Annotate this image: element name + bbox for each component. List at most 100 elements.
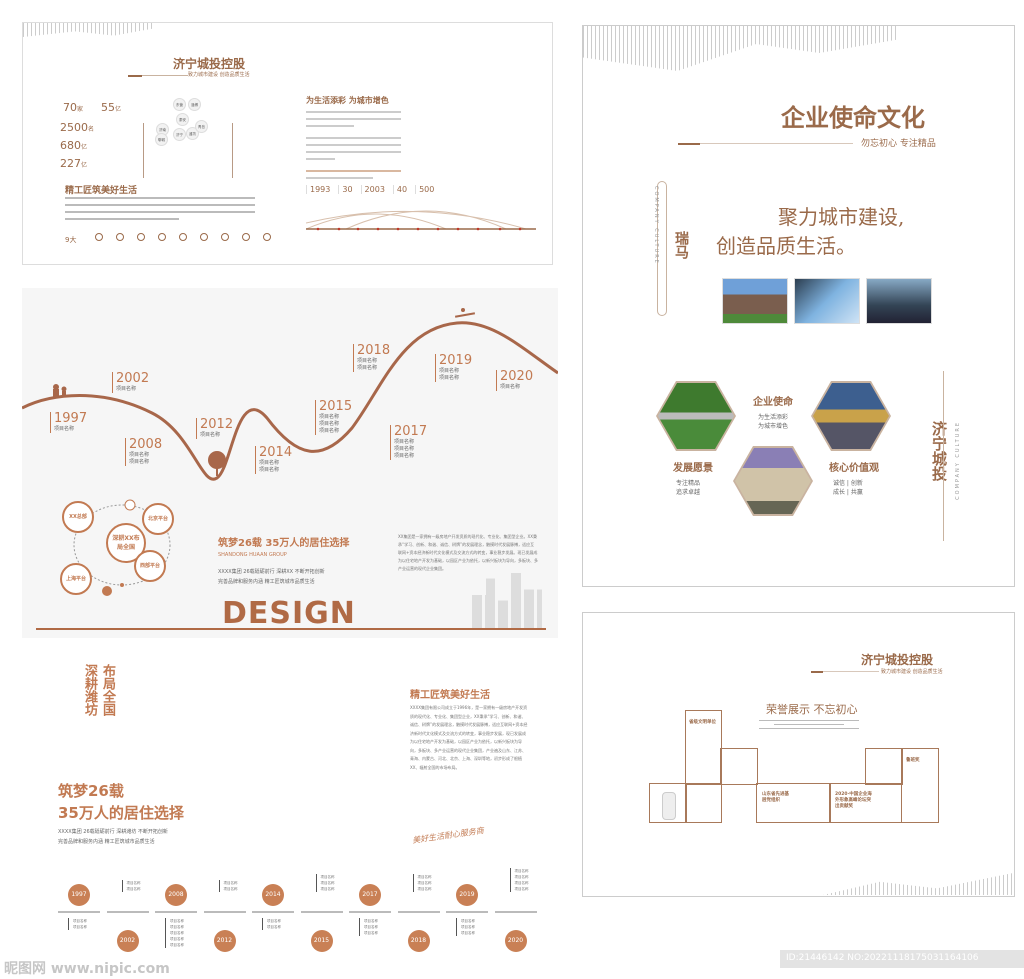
project-list: 项目名称项目名称 bbox=[218, 880, 238, 892]
project-name: 项目名称 bbox=[170, 937, 184, 941]
year-marker: 1997 bbox=[68, 884, 90, 906]
vertical-title-1: 深耕潍坊 bbox=[82, 664, 97, 716]
map-node: 聊城 bbox=[155, 133, 168, 146]
project-name: 项目名称 bbox=[200, 432, 221, 438]
award-box: 省级文明单位 bbox=[685, 710, 722, 785]
timeline-year: 2018 bbox=[357, 343, 391, 358]
key-stat: 40 bbox=[392, 185, 407, 194]
honors-heading: 荣誉展示 不忘初心 bbox=[766, 703, 858, 716]
project-list: 项目名称项目名称项目名称 bbox=[315, 874, 335, 892]
photo-house bbox=[722, 278, 788, 324]
project-name: 项目名称 bbox=[320, 875, 335, 879]
icons-prefix: 9大 bbox=[65, 236, 77, 244]
title-rule bbox=[811, 671, 879, 673]
vertical-cn: 瑞马 bbox=[673, 231, 689, 259]
project-name: 项目名称 bbox=[126, 887, 141, 891]
project-name: 项目名称 bbox=[514, 875, 529, 879]
paragraph-lines bbox=[65, 197, 255, 220]
stat-item: 680亿 bbox=[60, 139, 88, 152]
values-line: 诚信 | 创新 bbox=[833, 480, 863, 487]
service-icon bbox=[137, 233, 145, 241]
mission-title: 企业使命 bbox=[753, 397, 793, 408]
map-node: 济宁 bbox=[173, 128, 186, 141]
project-name: 项目名称 bbox=[364, 931, 378, 935]
deer-box bbox=[649, 783, 687, 823]
project-name: 项目名称 bbox=[319, 421, 340, 427]
timeline-year: 2015 bbox=[319, 399, 353, 414]
photo-gate-hex bbox=[811, 381, 891, 451]
mission-line: 为生活添彩 bbox=[758, 414, 789, 421]
project-name: 项目名称 bbox=[417, 881, 432, 885]
timeline-segment bbox=[155, 911, 197, 913]
timeline-year: 1997 bbox=[54, 411, 88, 426]
right-heading: 为生活添彩 为城市增色 bbox=[306, 96, 389, 105]
timeline-segment bbox=[106, 911, 149, 913]
mission-line: 为城市增色 bbox=[758, 423, 789, 430]
panel-a-subtitle: 致力城市建设 创造品质生活 bbox=[188, 72, 250, 78]
title-rule bbox=[128, 75, 188, 77]
project-name: 项目名称 bbox=[259, 467, 280, 473]
panel-e-subtitle: 致力城市建设 创造品质生活 bbox=[881, 669, 943, 675]
year-marker: 2012 bbox=[213, 930, 236, 952]
history-curve bbox=[22, 308, 558, 481]
service-icon bbox=[221, 233, 229, 241]
decorative-wave bbox=[23, 23, 153, 37]
panel-brand-page: 深耕潍坊 布局全国 筑梦26载 35万人的居住选择 XXXX集团 26载砥砺前行… bbox=[0, 640, 560, 979]
key-stat: 2003 bbox=[360, 185, 385, 194]
platform-circle: XX总部 bbox=[62, 501, 94, 533]
year-marker: 2017 bbox=[359, 884, 381, 906]
project-list: 项目名称项目名称项目名称 bbox=[359, 918, 378, 936]
timeline-year: 2020 bbox=[500, 369, 534, 384]
project-name: 项目名称 bbox=[394, 453, 415, 459]
project-list: 项目名称项目名称 bbox=[262, 918, 281, 930]
vision-line: 专注精品 bbox=[676, 480, 701, 487]
vision-title: 发展愿景 bbox=[673, 463, 713, 474]
project-name: 项目名称 bbox=[500, 384, 521, 390]
project-name: 项目名称 bbox=[170, 925, 184, 929]
timeline-segment bbox=[494, 911, 537, 913]
platform-circle: 上海平台 bbox=[60, 563, 92, 595]
project-name: 项目名称 bbox=[394, 446, 415, 452]
ground-line bbox=[36, 628, 546, 630]
project-name: 项目名称 bbox=[514, 869, 529, 873]
map-node: 青岛 bbox=[195, 120, 208, 133]
right-paragraph bbox=[306, 111, 401, 179]
timeline-segment bbox=[397, 911, 440, 913]
vertical-title-2: 布局全国 bbox=[100, 664, 115, 716]
panel-corporate-culture: 企业使命文化 勿忘初心 专注精品 COMPANY CULTURE 瑞马 聚力城市… bbox=[582, 25, 1015, 587]
year-marker: 2019 bbox=[456, 884, 478, 906]
project-name: 项目名称 bbox=[129, 459, 150, 465]
watermark-site: 昵图网 www.nipic.com bbox=[4, 961, 170, 977]
project-name: 项目名称 bbox=[126, 881, 141, 885]
year-marker: 2002 bbox=[116, 930, 139, 952]
timeline-segment bbox=[446, 911, 488, 913]
panel-e-title: 济宁城投控股 bbox=[861, 653, 934, 667]
service-icon bbox=[116, 233, 124, 241]
timeline-segment bbox=[252, 911, 294, 913]
project-name: 项目名称 bbox=[223, 881, 238, 885]
project-name: 项目名称 bbox=[320, 881, 335, 885]
service-icon bbox=[158, 233, 166, 241]
slogan-line-2: 创造品质生活。 bbox=[716, 234, 856, 258]
vertical-en: COMPANY CULTURE bbox=[653, 186, 659, 265]
project-name: 项目名称 bbox=[319, 428, 340, 434]
timeline-year: 2019 bbox=[439, 353, 473, 368]
project-name: 项目名称 bbox=[461, 919, 475, 923]
project-name: 项目名称 bbox=[364, 925, 378, 929]
project-name: 项目名称 bbox=[223, 887, 238, 891]
project-list: 项目名称项目名称 bbox=[121, 880, 141, 892]
panel-d-title: 企业使命文化 bbox=[781, 104, 925, 132]
right-paragraph: XXXX集团有限公司成立于1996年，是一家拥有一级房地产开发资质的现代化、专业… bbox=[410, 705, 528, 770]
project-list: 项目名称项目名称项目名称项目名称项目名称 bbox=[165, 918, 184, 948]
body-line: XXXX集团 26载砥砺前行 深耕潍坊 不断开拓创新 bbox=[58, 829, 168, 835]
photo-skyscraper bbox=[794, 278, 860, 324]
project-name: 项目名称 bbox=[54, 426, 75, 432]
project-name: 项目名称 bbox=[267, 925, 281, 929]
map-node: 东营 bbox=[173, 98, 186, 111]
